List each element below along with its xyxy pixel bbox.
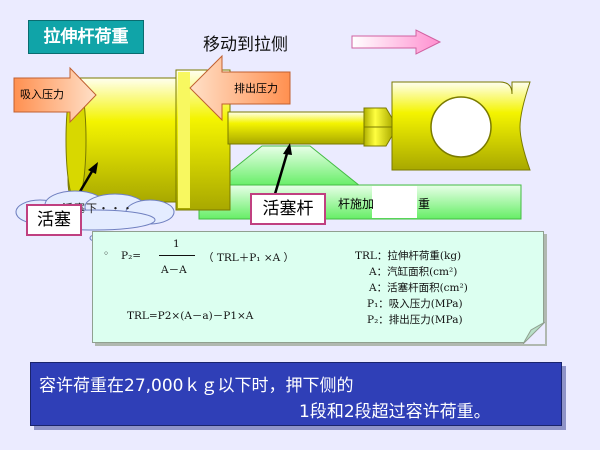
legend-trl: TRL：拉伸杆荷重(kg)	[355, 250, 462, 262]
fraction-bar	[159, 255, 195, 256]
legend-p2: P₂：排出压力(MPa)	[367, 314, 463, 326]
formula-note: ◦ P₂= 1 A－A （ TRL＋P₁ ×A ） TRL=P2×(A－a)－P…	[92, 231, 545, 344]
formula-paren: （ TRL＋P₁ ×A ）	[203, 252, 295, 264]
formula-line2: TRL=P2×(A－a)－P1×A	[127, 310, 254, 322]
page-curl-icon	[523, 322, 545, 344]
formula-lhs: P₂=	[121, 250, 142, 262]
conclusion-line-2: 1段和2段超过容许荷重。	[299, 402, 491, 422]
conclusion-box: 容许荷重在27,000ｋｇ以下时，押下侧的 1段和2段超过容许荷重。	[30, 362, 562, 426]
move-direction-arrow-icon	[351, 29, 442, 55]
formula-bullet: ◦	[103, 248, 110, 260]
suction-pressure-arrow	[13, 66, 97, 124]
conclusion-line-1: 容许荷重在27,000ｋｇ以下时，押下侧的	[39, 376, 354, 396]
piston-label: 活塞	[26, 204, 82, 236]
suction-pressure-label: 吸入压力	[20, 88, 64, 101]
piston-rod-label: 活塞杆	[250, 193, 326, 225]
force-box-text-b: 重	[418, 197, 431, 211]
move-to-pull-label: 移动到拉侧	[203, 35, 288, 55]
legend-p1: P₁：吸入压力(MPa)	[367, 298, 463, 310]
discharge-pressure-label: 排出压力	[234, 82, 278, 95]
force-box-text-a: 杆施加	[338, 197, 375, 211]
piston-rod	[227, 111, 369, 145]
legend-cylinder-area: A：汽缸面积(cm²)	[369, 266, 458, 278]
discharge-pressure-arrow	[189, 54, 291, 122]
legend-rod-area: A：活塞杆面积(cm²)	[369, 282, 468, 294]
slide-title: 拉伸杆荷重	[28, 20, 144, 54]
formula-denominator: A－A	[161, 264, 187, 276]
formula-numerator: 1	[173, 238, 180, 250]
